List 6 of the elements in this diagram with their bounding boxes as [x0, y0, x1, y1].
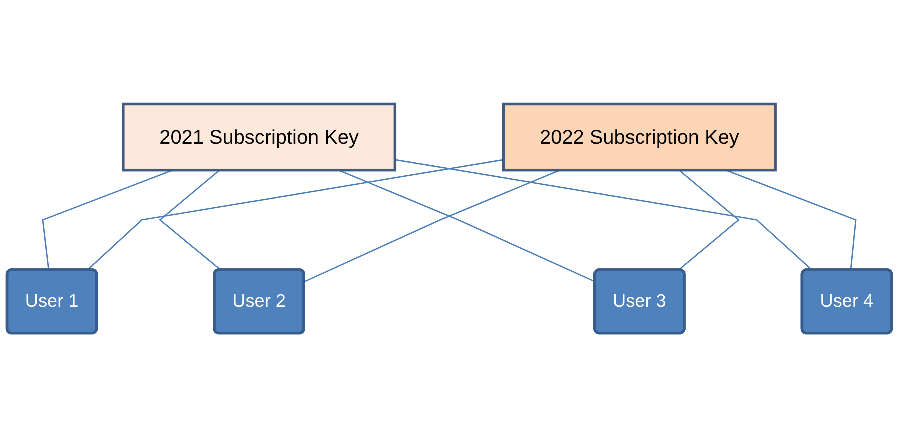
connector	[395, 159, 813, 272]
node-box: 2021 Subscription Key	[122, 103, 397, 172]
connector	[87, 159, 504, 272]
connector	[678, 170, 740, 272]
node-box: 2022 Subscription Key	[502, 103, 777, 172]
connector	[159, 170, 222, 272]
